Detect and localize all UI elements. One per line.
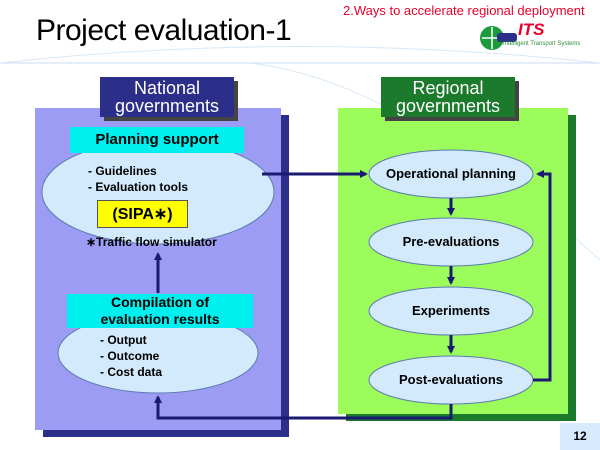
- step-operational-planning: Operational planning: [385, 166, 516, 181]
- planning-item: - Guidelines: [88, 164, 157, 178]
- planning-item: - Evaluation tools: [88, 180, 189, 194]
- arrow-to-compilation: [154, 395, 453, 420]
- results-item: - Cost data: [100, 365, 163, 379]
- page-title: Project evaluation-1: [36, 14, 292, 47]
- step-experiments: Experiments: [411, 303, 491, 318]
- page-number: 12: [560, 423, 600, 450]
- car-icon: [497, 33, 517, 42]
- compilation-label: Compilation of evaluation results: [67, 294, 253, 328]
- results-item: - Output: [100, 333, 147, 347]
- its-logo-subtext: Intelligent Transport Systems: [503, 41, 581, 47]
- sipa-badge: (SIPA∗): [97, 200, 188, 228]
- step-post-evaluations: Post-evaluations: [398, 372, 504, 387]
- results-items: - Output - Outcome - Cost data: [100, 332, 162, 380]
- section-reference: 2.Ways to accelerate regional deployment: [343, 3, 585, 18]
- sipa-note: ∗Traffic flow simulator: [86, 235, 217, 249]
- compilation-line2: evaluation results: [100, 311, 220, 327]
- regional-title-line1: Regional: [412, 78, 484, 98]
- planning-items: - Guidelines - Evaluation tools: [88, 163, 188, 195]
- arrow-feedback-loop: [533, 170, 552, 382]
- results-item: - Outcome: [100, 349, 160, 363]
- step-pre-evaluations: Pre-evaluations: [402, 234, 500, 249]
- national-title-line1: National: [133, 78, 201, 98]
- planning-support-label: Planning support: [70, 127, 244, 153]
- regional-title: Regional governments: [381, 77, 515, 117]
- national-title: National governments: [100, 77, 234, 117]
- decorative-curve: [0, 46, 600, 64]
- national-title-line2: governments: [114, 96, 220, 116]
- its-logo-text: ITS: [518, 20, 545, 39]
- regional-title-line2: governments: [395, 96, 501, 116]
- compilation-line1: Compilation of: [111, 294, 209, 310]
